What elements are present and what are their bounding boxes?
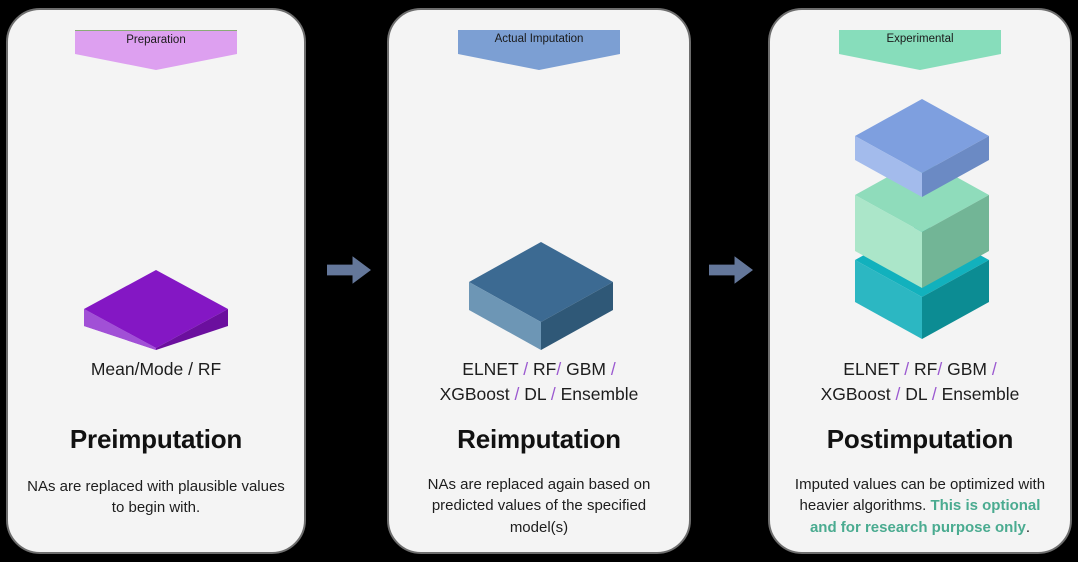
algorithms-postimputation-line1: ELNET / RF/ GBM / [784,357,1056,382]
teal-box-left [855,260,922,339]
teal-box-right [922,260,989,339]
blue-cube-svg [469,242,613,350]
algo-rf: RF [533,359,557,379]
title-postimputation: Postimputation [826,424,1014,454]
purple-slab-svg [84,270,228,350]
algo-sep-1: / [523,359,529,379]
banner-actual-imputation-wrap: Actual Imputation [458,30,620,70]
algorithms-postimputation-line2: XGBoost / DL / Ensemble [784,382,1056,407]
panel-preimputation: Preparation Mean/Mode / RF Preimputation… [6,8,306,554]
description-postimputation-plain-2: . [1025,518,1031,536]
description-postimputation-highlight: This is optional and for research purpos… [809,497,1041,536]
algorithms-reimputation: ELNET / RF/ GBM / XGBoost / DL / Ensembl… [389,357,689,407]
algo-elnet: ELNET [462,359,519,379]
algo-gbm-post: GBM [947,359,987,379]
algorithms-reimputation-line1: ELNET / RF/ GBM / [403,357,675,382]
algo-dl-post: DL [905,383,927,404]
algo-sep-2: / [556,359,562,379]
arrow-reimputation-to-postimputation [709,256,753,284]
description-preimputation: NAs are replaced with plausible values t… [27,478,285,517]
algo-elnet-post: ELNET [843,359,900,379]
banner-preparation-wrap: Preparation [75,30,237,70]
algo-sep-post-4: / [895,383,901,404]
banner-experimental: Experimental [839,30,1001,70]
panel-reimputation: Actual Imputation ELNET / RF/ GBM / XGBo… [387,8,691,554]
panel-postimputation: Experimental ELNET / [768,8,1072,554]
description-postimputation: Imputed values can be optimized with hea… [770,474,1070,538]
banner-experimental-wrap: Experimental [839,30,1001,70]
algo-sep-post-3: / [991,359,997,379]
algorithms-reimputation-line2: XGBoost / DL / Ensemble [403,382,675,407]
arrow-preimputation-to-reimputation [327,256,371,284]
algo-sep-4: / [514,383,520,404]
algo-xgboost-post: XGBoost [820,383,891,404]
algo-sep-post-2: / [937,359,943,379]
algo-xgboost: XGBoost [439,383,510,404]
icon-stacked-boxes [847,95,997,343]
algo-sep-3: / [610,359,616,379]
banner-actual-imputation: Actual Imputation [458,30,620,70]
icon-purple-slab [80,268,232,352]
description-reimputation: NAs are replaced again based on predicte… [427,476,651,536]
algorithms-preimputation: Mean/Mode / RF [90,359,222,379]
algo-gbm: GBM [566,359,606,379]
mint-box-right [922,195,989,288]
description-postimputation-plain-1: Imputed values can be optimized with hea… [794,476,1046,515]
banner-preparation: Preparation [75,30,237,70]
algo-rf-post: RF [914,359,938,379]
title-reimputation: Reimputation [457,424,621,454]
algo-sep-5: / [550,383,556,404]
algo-dl: DL [524,383,546,404]
algo-sep-post-1: / [904,359,910,379]
title-preimputation: Preimputation [69,424,243,454]
mint-box-left [855,195,922,288]
stacked-boxes-svg [855,99,989,339]
algorithms-postimputation: ELNET / RF/ GBM / XGBoost / DL / Ensembl… [770,357,1070,407]
algo-ensemble-post: Ensemble [941,383,1020,404]
algo-sep-post-5: / [931,383,937,404]
periwinkle-slab-right [922,136,989,197]
algo-ensemble: Ensemble [560,383,639,404]
icon-blue-cube [461,238,621,354]
periwinkle-slab-left [855,136,922,197]
